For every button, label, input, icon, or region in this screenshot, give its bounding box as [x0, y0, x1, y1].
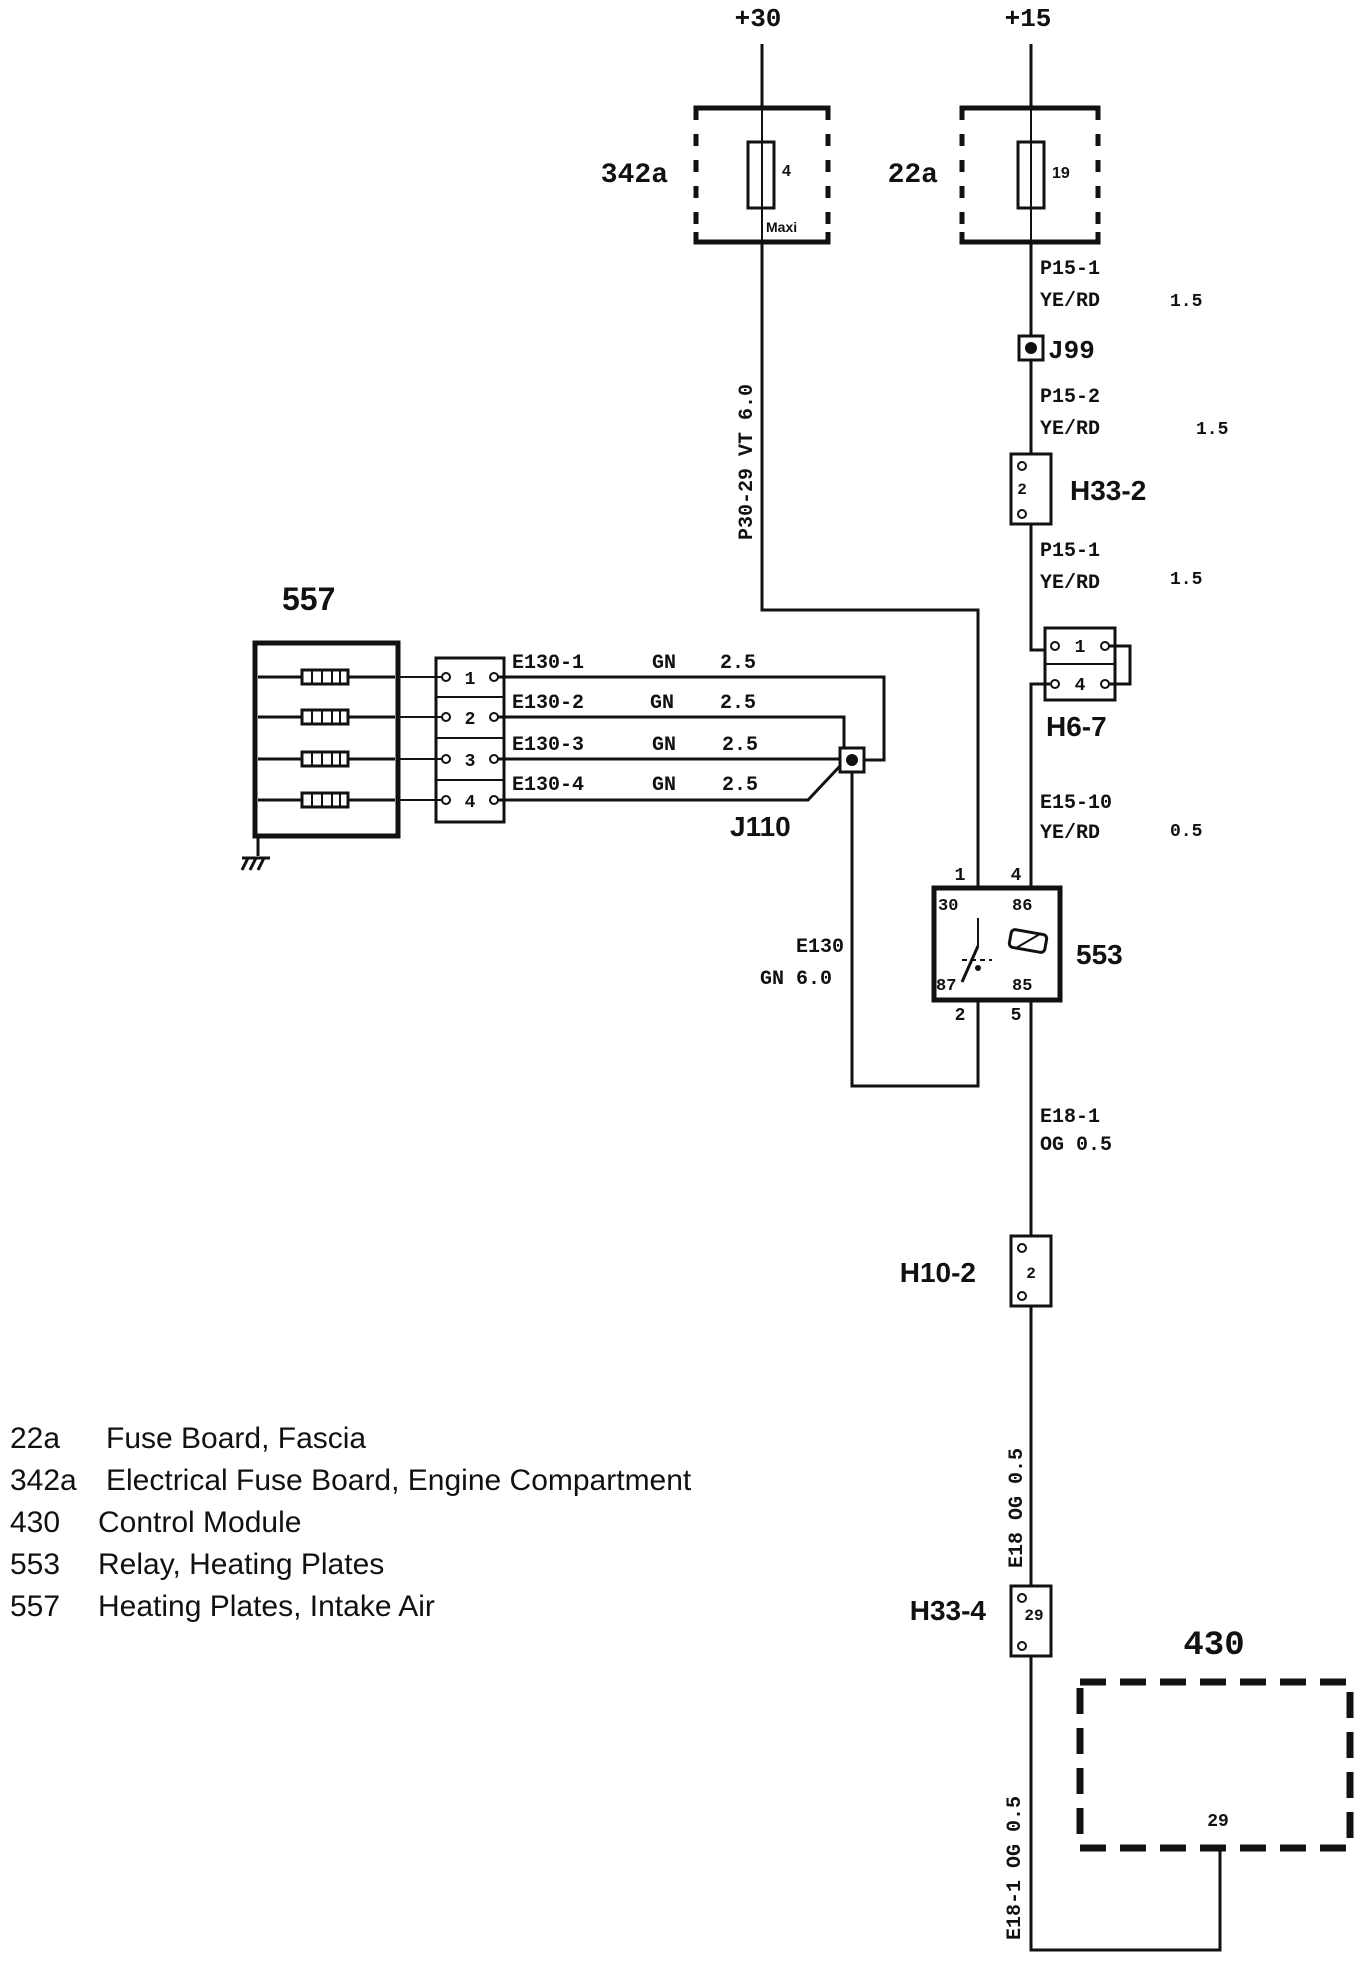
wire-e130-id: E130 [796, 936, 844, 959]
wire-e130-spec: GN 6.0 [760, 968, 832, 991]
legend-text-2: Electrical Fuse Board, Engine Compartmen… [106, 1464, 692, 1497]
wire-p15-1-mid-id: P15-1 [1040, 540, 1100, 563]
wire-e18-1-top-spec: OG 0.5 [1040, 1134, 1112, 1157]
legend-text-1: Fuse Board, Fascia [106, 1422, 366, 1455]
connector-h6-7-ref: H6-7 [1046, 711, 1107, 742]
wire-e130-4 [498, 764, 842, 802]
wire-e130-3-size: 2.5 [722, 734, 758, 757]
connector-557-pin-4: 4 [465, 793, 476, 813]
legend-text-3: Control Module [98, 1506, 301, 1539]
wire-p15-1-mid-bend [1029, 642, 1045, 652]
wire-p15-1-top-id: P15-1 [1040, 258, 1100, 281]
wire-e130-2-size: 2.5 [720, 692, 756, 715]
legend-text-5: Heating Plates, Intake Air [98, 1590, 435, 1623]
connector-h10-2-pin: 2 [1026, 1265, 1036, 1283]
component-557-ref: 557 [282, 581, 335, 617]
wire-p15-1-top-spec: YE/RD [1040, 290, 1100, 313]
component-430-ref: 430 [1183, 1627, 1244, 1665]
junction-j110 [838, 746, 866, 774]
connector-h33-4-pin: 29 [1024, 1607, 1043, 1625]
legend-code-1: 22a [10, 1422, 60, 1455]
legend: 22a Fuse Board, Fascia 342a Electrical F… [10, 1422, 692, 1623]
fuse-342a-number: 4 [782, 163, 791, 180]
junction-j99-label: J99 [1048, 336, 1095, 366]
wire-e130-4-spec: GN [652, 774, 676, 797]
wire-p30-29-label: P30-29 VT 6.0 [736, 384, 759, 540]
wire-e130-3-spec: GN [652, 734, 676, 757]
relay-553-term-86: 86 [1012, 897, 1032, 916]
relay-553-pin-top-left: 1 [955, 866, 966, 886]
wire-p15-1-mid-size: 1.5 [1170, 570, 1202, 590]
wire-e15-10-spec: YE/RD [1040, 822, 1100, 845]
supply-plus30-label: +30 [735, 4, 782, 34]
connector-557-pin-1: 1 [465, 670, 476, 690]
connector-h33-2-pin: 2 [1017, 481, 1027, 499]
junction-j99 [1017, 334, 1045, 362]
connector-h33-4-ref: H33-4 [910, 1595, 987, 1626]
relay-553-term-30: 30 [938, 897, 958, 916]
connector-h6-7-pin1: 1 [1075, 638, 1086, 658]
wire-e130-2 [498, 715, 846, 752]
wire-e130 [850, 760, 980, 1088]
fuse-22a-number: 19 [1052, 165, 1070, 182]
wire-p15-2-id: P15-2 [1040, 386, 1100, 409]
fuse-342a [692, 105, 832, 245]
wire-p15-1-mid-spec: YE/RD [1040, 572, 1100, 595]
connector-h10-2-ref: H10-2 [900, 1257, 976, 1288]
relay-553-pin-top-right: 4 [1011, 866, 1022, 886]
connector-h6-7 [1043, 626, 1132, 702]
wire-e18-1-top-id: E18-1 [1040, 1106, 1100, 1129]
relay-553-ref: 553 [1076, 939, 1123, 970]
wire-e18-label: E18 OG 0.5 [1006, 1448, 1029, 1568]
relay-553-pin-bottom-left: 2 [955, 1006, 966, 1026]
wire-e130-1 [498, 675, 886, 762]
connector-557-pin-3: 3 [465, 752, 476, 772]
connector-557-pin-2: 2 [465, 710, 476, 730]
wire-e130-2-id: E130-2 [512, 692, 584, 715]
wire-e18-1-bottom-label: E18-1 OG 0.5 [1004, 1796, 1027, 1940]
junction-j110-label: J110 [730, 811, 791, 842]
component-430-pin: 29 [1207, 1812, 1229, 1832]
wire-e15-10 [1029, 682, 1050, 888]
relay-553-pin-bottom-right: 5 [1011, 1006, 1022, 1026]
fuse-342a-ref: 342a [601, 160, 668, 191]
wire-e130-1-id: E130-1 [512, 652, 584, 675]
wire-e18-1-bottom [1029, 1656, 1222, 1952]
wire-e130-2-spec: GN [650, 692, 674, 715]
legend-code-3: 430 [10, 1506, 60, 1539]
wire-e130-4-size: 2.5 [722, 774, 758, 797]
supply-plus15-label: +15 [1005, 4, 1052, 34]
legend-code-4: 553 [10, 1548, 60, 1581]
wire-e130-3-id: E130-3 [512, 734, 584, 757]
wire-e15-10-size: 0.5 [1170, 822, 1202, 842]
fuse-22a-ref: 22a [888, 160, 939, 191]
connector-h6-7-pin4: 4 [1075, 676, 1086, 696]
relay-553-term-85: 85 [1012, 977, 1032, 996]
relay-553 [931, 885, 1063, 1003]
wire-p15-2-spec: YE/RD [1040, 418, 1100, 441]
fuse-342a-type: Maxi [766, 219, 797, 235]
legend-code-5: 557 [10, 1590, 60, 1623]
connector-557 [398, 656, 506, 824]
wire-e15-10-id: E15-10 [1040, 792, 1112, 815]
component-557 [252, 640, 401, 839]
legend-text-4: Relay, Heating Plates [98, 1548, 384, 1581]
fuse-22a [958, 105, 1102, 245]
legend-code-2: 342a [10, 1464, 77, 1497]
component-430 [1076, 1678, 1354, 1852]
connector-h33-2-ref: H33-2 [1070, 475, 1146, 506]
wire-e130-1-size: 2.5 [720, 652, 756, 675]
relay-553-term-87: 87 [936, 977, 956, 996]
wire-p30-29 [760, 242, 980, 888]
wire-e130-4-id: E130-4 [512, 774, 584, 797]
wire-e130-1-spec: GN [652, 652, 676, 675]
wire-p15-2-size: 1.5 [1196, 420, 1228, 440]
connector-h33-2 [1009, 452, 1053, 526]
ground-icon [240, 836, 270, 871]
wire-p15-1-top-size: 1.5 [1170, 292, 1202, 312]
